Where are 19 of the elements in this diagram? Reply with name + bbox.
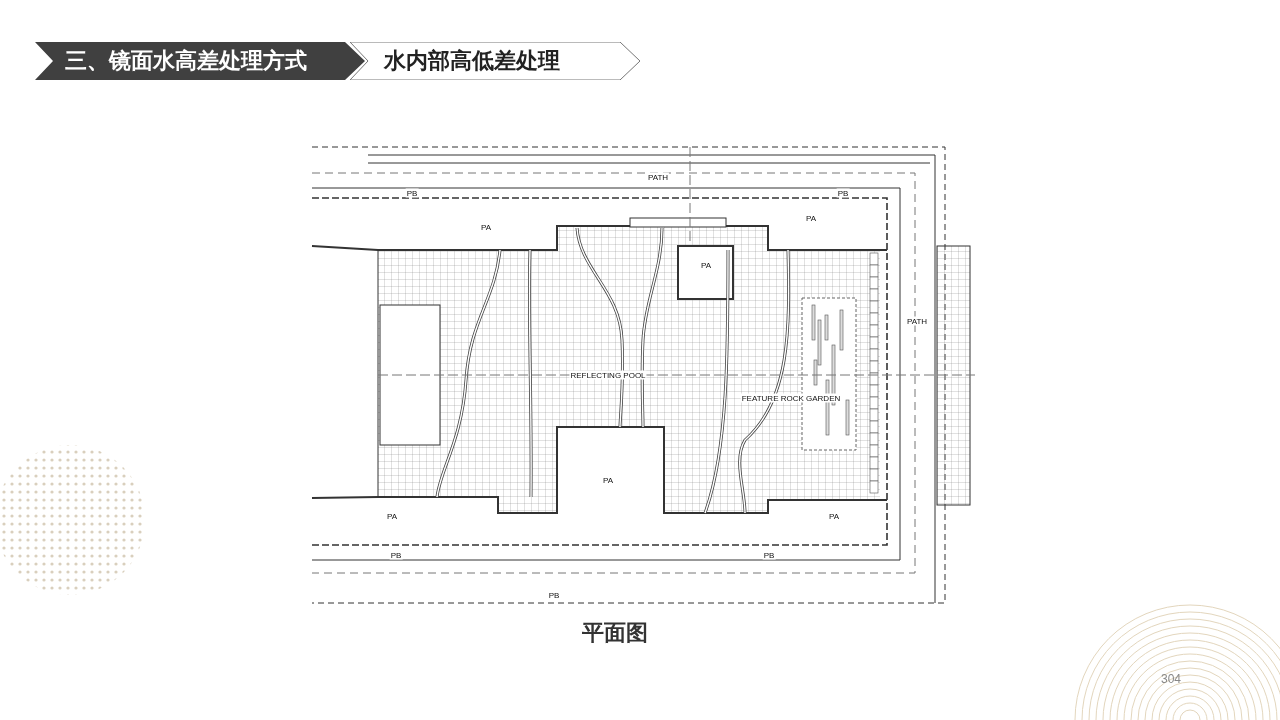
area-label: PA — [385, 511, 399, 521]
area-label: FEATURE ROCK GARDEN — [740, 393, 842, 403]
area-label: PA — [827, 511, 841, 521]
area-label: PB — [547, 590, 561, 600]
area-label: REFLECTING POOL — [569, 370, 647, 380]
page-number: 304 — [1160, 672, 1182, 686]
area-label: PB — [405, 188, 419, 198]
area-label: PA — [601, 475, 615, 485]
section-tab: 水内部高低差处理 — [350, 42, 640, 80]
area-label: PB — [762, 550, 776, 560]
section-tab: 三、镜面水高差处理方式 — [35, 42, 365, 80]
area-label: PA — [479, 222, 493, 232]
area-label: PA — [699, 260, 713, 270]
area-label: PB — [836, 188, 850, 198]
area-label: PATH — [905, 316, 929, 326]
caption: 平面图 — [582, 620, 648, 645]
area-label: PATH — [646, 172, 670, 182]
area-label: PA — [804, 213, 818, 223]
area-label: PB — [389, 550, 403, 560]
